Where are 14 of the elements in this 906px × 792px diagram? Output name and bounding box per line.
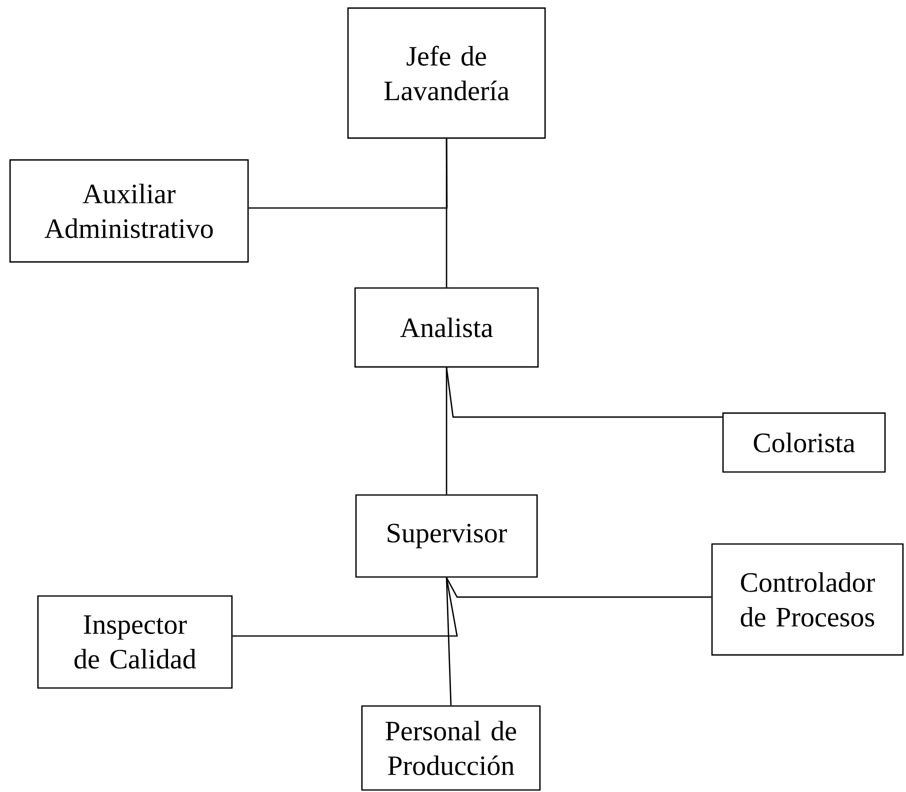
org-box: Analista (354, 287, 539, 368)
connector-line (446, 577, 712, 598)
org-box: Controlador de Procesos (711, 543, 904, 656)
org-box: Colorista (722, 412, 886, 473)
org-box: Personal de Producción (361, 705, 541, 791)
connector-line (446, 368, 448, 494)
connector-line (248, 138, 448, 209)
connector-line (232, 578, 458, 637)
org-box: Inspector de Calidad (37, 595, 233, 689)
org-box: Auxiliar Administrativo (9, 159, 249, 263)
org-box: Supervisor (355, 494, 538, 578)
connector-line (446, 578, 452, 706)
org-box: Jefe de Lavandería (347, 7, 546, 139)
connector-line (446, 368, 722, 418)
